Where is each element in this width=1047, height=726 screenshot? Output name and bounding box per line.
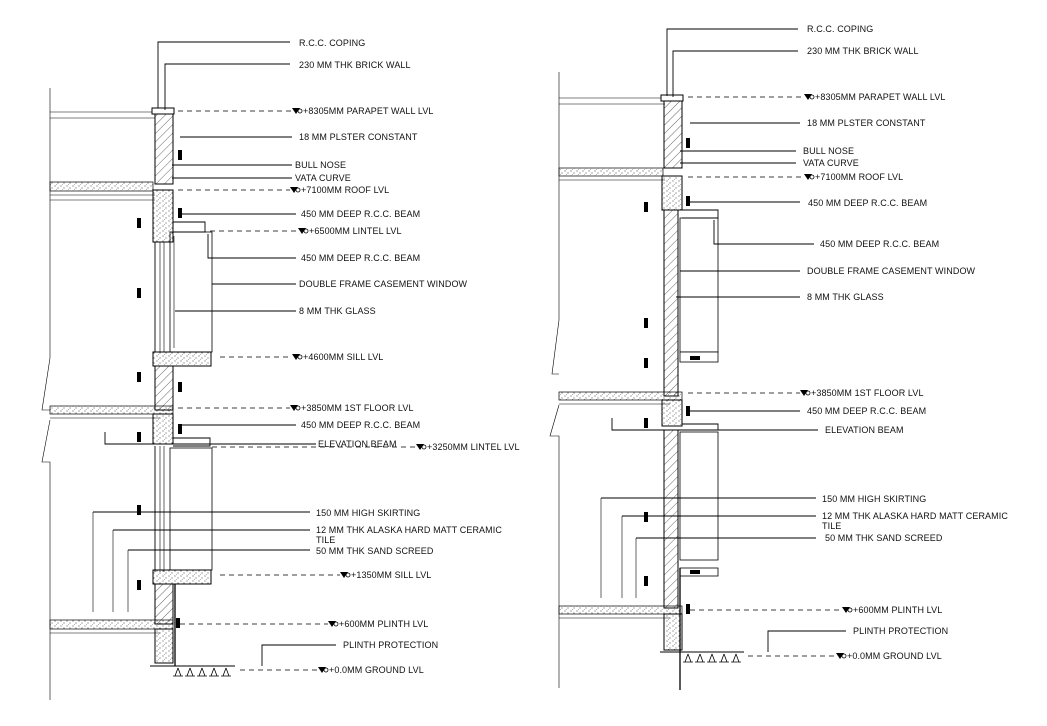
label-parapet-lvl: +8305MM PARAPET WALL LVL: [303, 106, 434, 116]
label-plinth-protection: PLINTH PROTECTION: [343, 640, 438, 650]
label-ceramic-tile: 12 MM THK ALASKA HARD MATT CERAMIC: [316, 525, 502, 535]
label-vata-curve: VATA CURVE: [803, 158, 859, 168]
label-rcc-beam-1: 450 MM DEEP R.C.C. BEAM: [808, 198, 927, 208]
label-sill-lvl: +4600MM SILL LVL: [303, 352, 383, 362]
label-first-floor-lvl: +3850MM 1ST FLOOR LVL: [301, 403, 414, 413]
right-labels: R.C.C. COPING 230 MM THK BRICK WALL +830…: [803, 24, 1008, 661]
label-roof-lvl: +7100MM ROOF LVL: [301, 185, 389, 195]
label-sand-screed: 50 MM THK SAND SCREED: [825, 533, 943, 543]
label-glass: 8 MM THK GLASS: [807, 292, 884, 302]
label-plinth-lvl: +600MM PLINTH LVL: [853, 605, 942, 615]
label-lintel-lvl: +6500MM LINTEL LVL: [309, 226, 402, 236]
label-rcc-beam-3: 450 MM DEEP R.C.C. BEAM: [807, 406, 926, 416]
label-rcc-beam-3: 450 MM DEEP R.C.C. BEAM: [301, 420, 420, 430]
label-brick-wall: 230 MM THK BRICK WALL: [807, 46, 919, 56]
right-section: [549, 72, 744, 690]
label-plinth-lvl: +600MM PLINTH LVL: [339, 619, 428, 629]
label-parapet-lvl: +8305MM PARAPET WALL LVL: [815, 92, 946, 102]
label-casement-window: DOUBLE FRAME CASEMENT WINDOW: [807, 266, 976, 276]
label-roof-lvl: +7100MM ROOF LVL: [815, 172, 903, 182]
label-skirting: 150 MM HIGH SKIRTING: [822, 494, 926, 504]
label-glass: 8 MM THK GLASS: [299, 306, 376, 316]
label-ceramic-tile-2: TILE: [316, 535, 335, 545]
label-bull-nose: BULL NOSE: [295, 160, 346, 170]
label-ceramic-tile-2: TILE: [822, 521, 841, 531]
label-casement-window: DOUBLE FRAME CASEMENT WINDOW: [299, 279, 468, 289]
label-rcc-coping: R.C.C. COPING: [299, 38, 365, 48]
label-first-floor-lvl: +3850MM 1ST FLOOR LVL: [811, 388, 924, 398]
label-sand-screed: 50 MM THK SAND SCREED: [316, 546, 434, 556]
left-labels: R.C.C. COPING 230 MM THK BRICK WALL +830…: [295, 38, 520, 675]
right-leaders: [601, 28, 853, 660]
label-elevation-beam: ELEVATION BEAM: [318, 439, 397, 449]
left-leaders: [93, 41, 427, 674]
label-ceramic-tile: 12 MM THK ALASKA HARD MATT CERAMIC: [822, 511, 1008, 521]
label-rcc-beam-2: 450 MM DEEP R.C.C. BEAM: [301, 253, 420, 263]
label-plaster: 18 MM PLSTER CONSTANT: [299, 132, 418, 142]
left-section: [41, 88, 235, 700]
label-skirting: 150 MM HIGH SKIRTING: [316, 508, 420, 518]
label-ground-lvl: +0.0MM GROUND LVL: [329, 665, 424, 675]
label-brick-wall: 230 MM THK BRICK WALL: [299, 60, 411, 70]
label-rcc-coping: R.C.C. COPING: [807, 24, 873, 34]
label-vata-curve: VATA CURVE: [295, 173, 351, 183]
label-plaster: 18 MM PLSTER CONSTANT: [807, 118, 926, 128]
label-plinth-protection: PLINTH PROTECTION: [853, 626, 948, 636]
label-ground-lvl: +0.0MM GROUND LVL: [847, 651, 942, 661]
label-elevation-beam: ELEVATION BEAM: [825, 425, 904, 435]
label-rcc-beam-2: 450 MM DEEP R.C.C. BEAM: [820, 239, 939, 249]
label-bull-nose: BULL NOSE: [803, 146, 854, 156]
label-lintel-lvl-2: +3250MM LINTEL LVL: [427, 442, 520, 452]
label-sill-lvl-2: +1350MM SILL LVL: [351, 570, 431, 580]
label-rcc-beam-1: 450 MM DEEP R.C.C. BEAM: [301, 209, 420, 219]
